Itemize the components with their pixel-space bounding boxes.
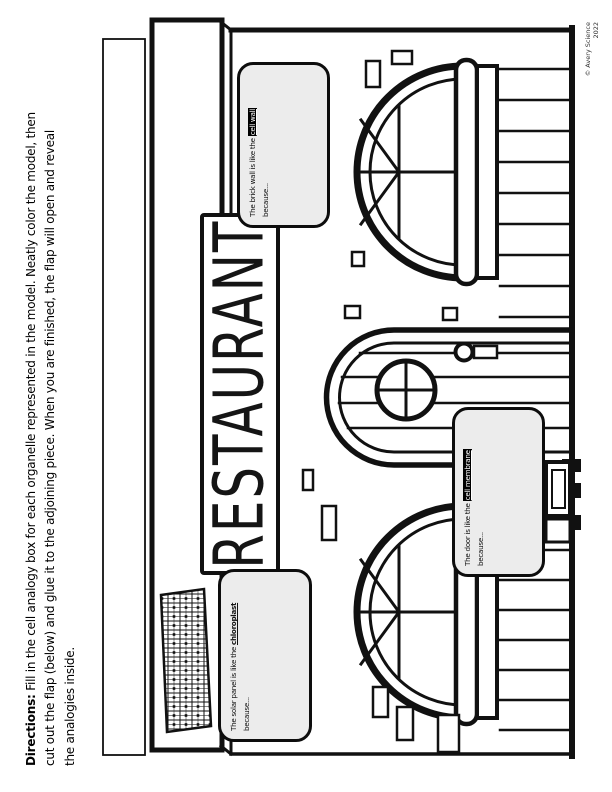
analogy-suffix: because... — [260, 183, 270, 217]
analogy-suffix: because... — [475, 532, 485, 566]
analogy-prefix: The brick wall is like the — [248, 136, 257, 217]
door-steps — [544, 459, 581, 544]
solar-panel — [159, 587, 213, 734]
organelle-term-cell-membrane: cell membrane — [463, 449, 472, 502]
copyright-note: © Avery Science 2022 — [584, 22, 600, 77]
analogy-box-cell-wall[interactable]: The brick wall is like the cell wall bec… — [237, 62, 330, 228]
analogy-prefix: The door is like the — [463, 501, 472, 566]
analogy-prefix: The solar panel is like the — [229, 645, 238, 731]
analogy-box-chloroplast[interactable]: The solar panel is like the chloroplast … — [218, 569, 312, 742]
flap-strip — [102, 38, 146, 756]
entry-door — [323, 327, 573, 468]
bricks — [301, 49, 461, 754]
round-window — [374, 358, 438, 422]
organelle-term-cell-wall: cell wall — [248, 108, 257, 137]
siding — [498, 67, 571, 732]
door-knob — [453, 341, 499, 363]
analogy-box-cell-membrane[interactable]: The door is like the cell membrane becau… — [452, 407, 545, 577]
organelle-term-chloroplast: chloroplast — [229, 602, 238, 646]
restaurant-sign-text: RESTAURANT — [200, 219, 280, 569]
awning-window-right — [353, 57, 499, 287]
restaurant-sign: RESTAURANT — [200, 213, 280, 575]
analogy-suffix: because... — [241, 697, 251, 731]
